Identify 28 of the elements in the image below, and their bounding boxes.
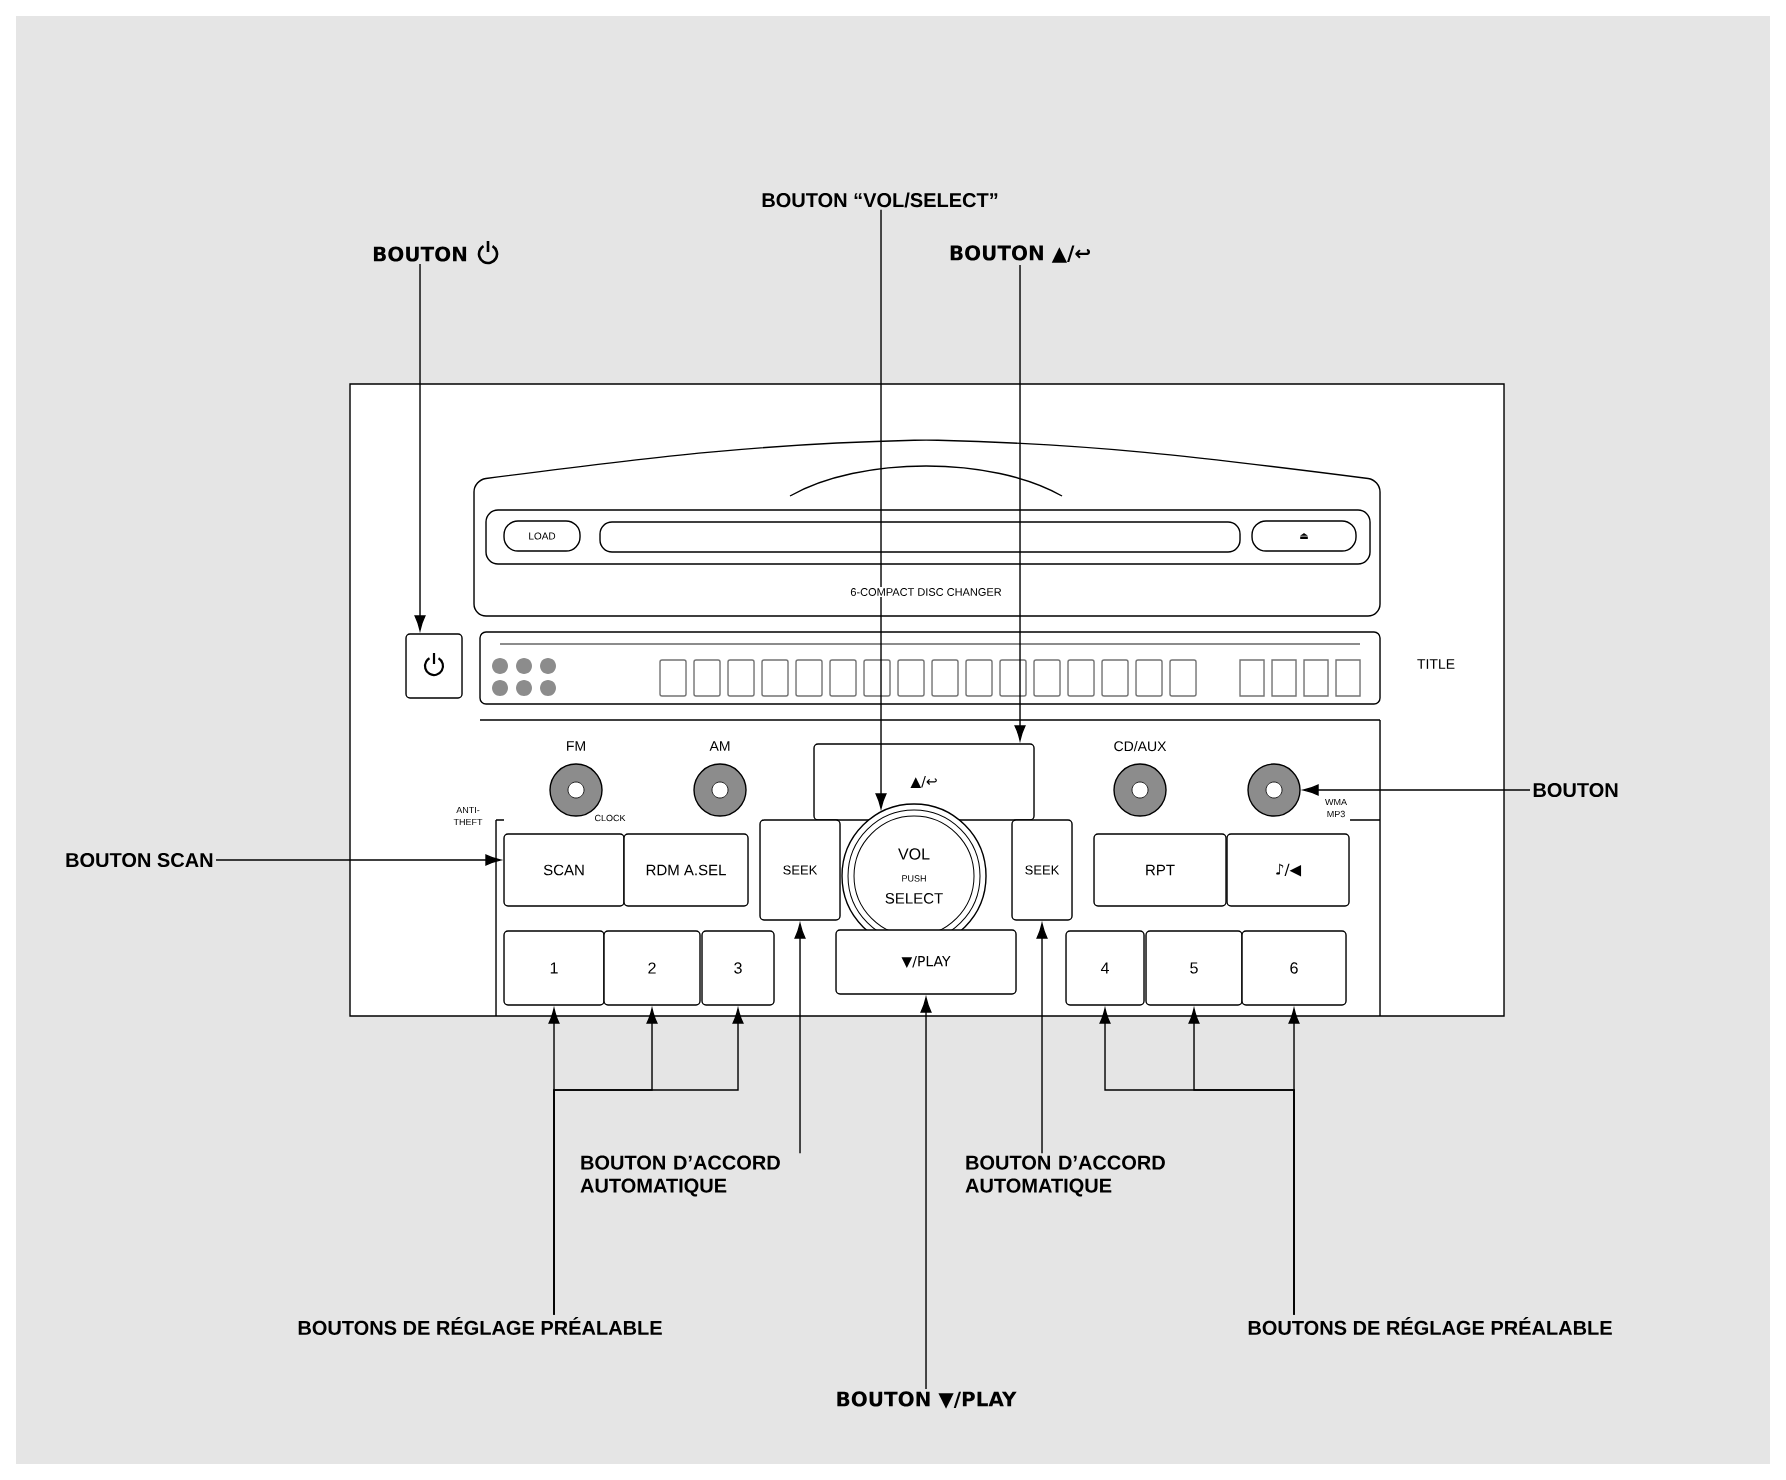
callout-text: BOUTONS DE RÉGLAGE PRÉALABLE	[298, 1317, 662, 1335]
radio-button: 4	[1065, 930, 1145, 1006]
radio-button: 6	[1241, 930, 1347, 1006]
leader-line	[794, 923, 806, 1154]
rotary-knob	[1247, 763, 1301, 817]
leader-line	[1036, 923, 1048, 1154]
leader-line	[1303, 784, 1531, 796]
radio-button: 2	[603, 930, 701, 1006]
leader-line	[1014, 264, 1026, 741]
leader-line	[920, 997, 932, 1390]
leader-line	[215, 854, 501, 866]
radio-button: 5	[1145, 930, 1243, 1006]
leader-line	[875, 209, 887, 809]
radio-button: 1	[503, 930, 605, 1006]
power-button	[405, 633, 463, 699]
callout-text: BOUTONS DE RÉGLAGE PRÉALABLE	[1248, 1317, 1612, 1335]
callout-text: BOUTON	[1533, 782, 1618, 798]
callout-text: BOUTON ▲/↩	[950, 245, 1090, 263]
callout-text: BOUTON D’ACCORD AUTOMATIQUE	[580, 1155, 780, 1197]
leader-line	[414, 263, 426, 631]
leader-line	[1099, 1008, 1295, 1316]
callout-text: BOUTON SCAN	[66, 852, 213, 868]
callout-text: BOUTON ▼/PLAY	[837, 1391, 1017, 1409]
callout-text: BOUTON D’ACCORD AUTOMATIQUE	[965, 1155, 1165, 1197]
radio-button: 3	[701, 930, 775, 1006]
callout-text: BOUTON “VOL/SELECT”	[762, 192, 998, 208]
leader-line	[553, 1008, 744, 1316]
callout-text: BOUTON	[373, 246, 467, 262]
